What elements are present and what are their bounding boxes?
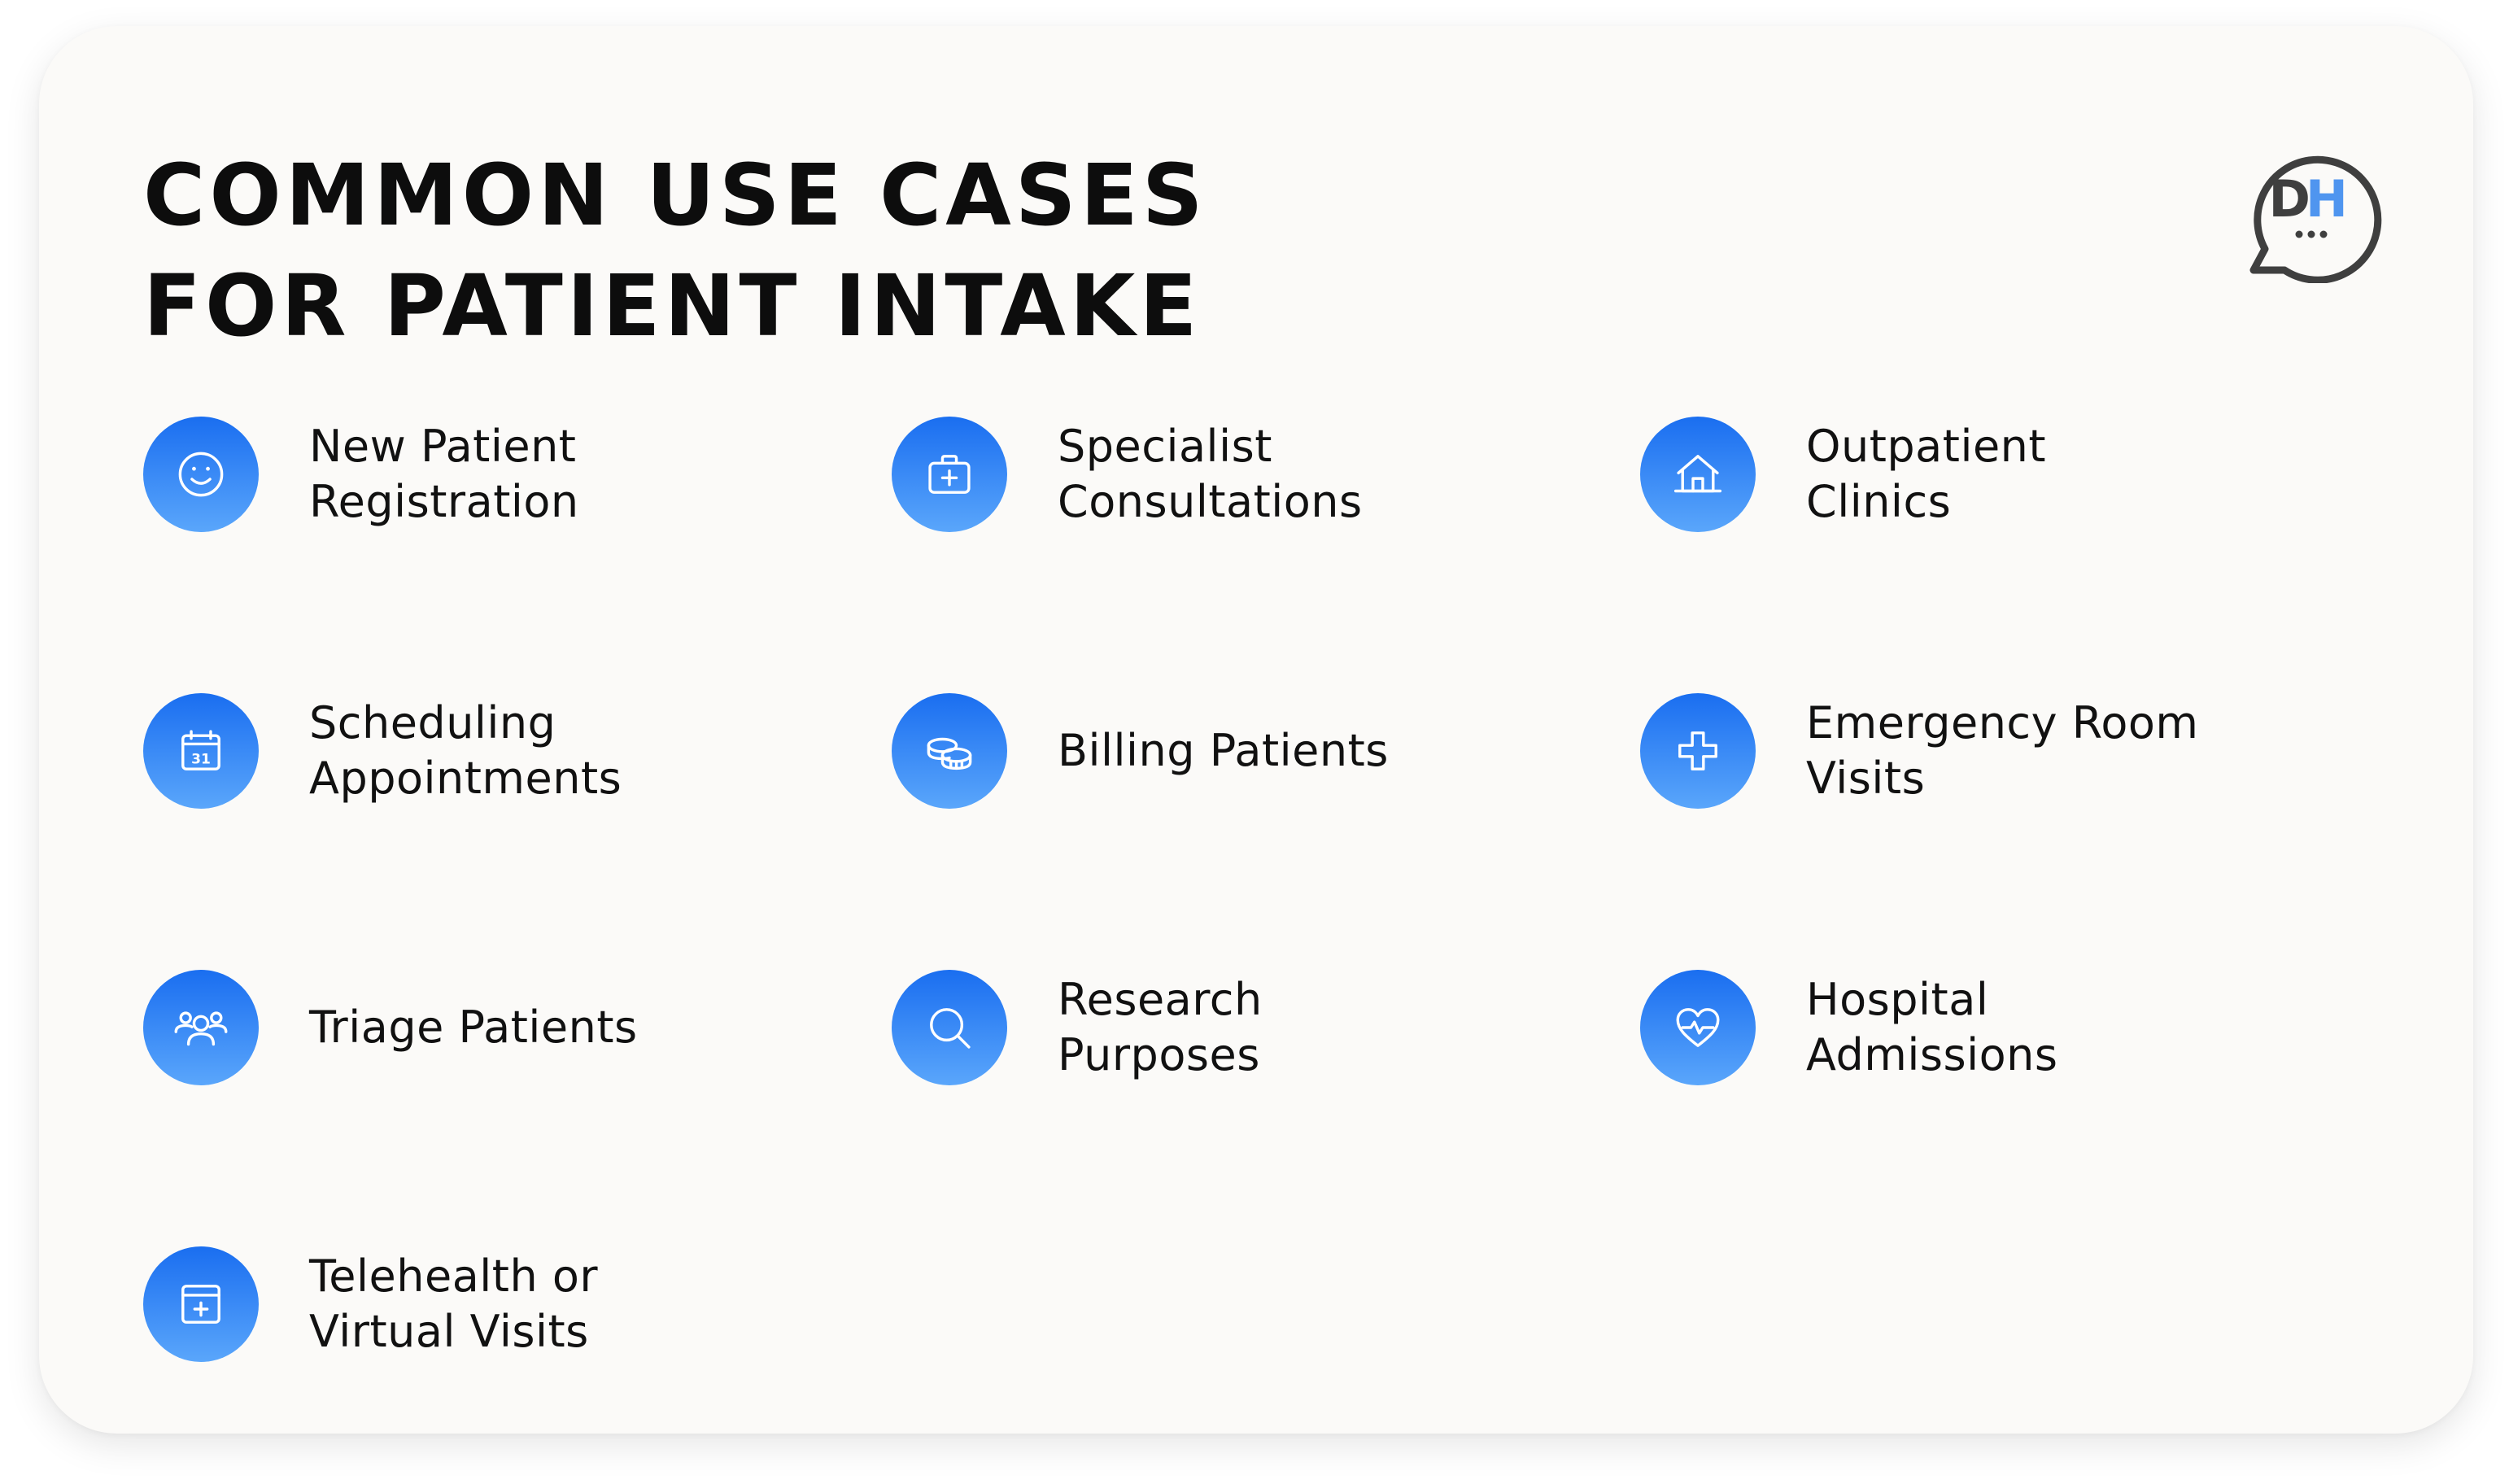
coins-icon	[927, 737, 972, 770]
use-case-telehealth-virtual-visits: Telehealth or Virtual Visits	[143, 1246, 598, 1362]
use-case-icon-badge	[892, 417, 1007, 532]
use-case-label: Research Purposes	[1058, 972, 1263, 1083]
use-case-label-line: Registration	[309, 476, 579, 527]
logo-letter-h: H	[2306, 169, 2348, 229]
use-case-icon-badge: 31	[143, 693, 259, 809]
use-case-icon-badge	[1640, 417, 1756, 532]
title-line-1: COMMON USE CASES	[143, 146, 1207, 245]
use-case-label: Specialist Consultations	[1058, 419, 1363, 530]
use-case-label: Hospital Admissions	[1806, 972, 2058, 1083]
use-case-label-line: Scheduling	[309, 697, 556, 749]
use-case-label-line: Billing Patients	[1058, 725, 1389, 776]
use-case-label-line: Appointments	[309, 753, 622, 804]
calendar-31-icon: 31	[181, 730, 220, 770]
use-case-triage-patients: Triage Patients	[143, 970, 638, 1085]
use-case-label-line: Triage Patients	[309, 1002, 638, 1053]
medical-bag-icon	[928, 455, 971, 494]
use-case-icon-badge	[143, 970, 259, 1085]
use-case-label-line: Telehealth or	[309, 1250, 599, 1302]
chat-bubble-logo-icon: D H	[2249, 155, 2382, 284]
use-case-label-line: Virtual Visits	[309, 1306, 589, 1357]
magnifier-icon	[930, 1008, 971, 1049]
title-line-2: FOR PATIENT INTAKE	[143, 256, 1202, 356]
use-case-billing-patients: Billing Patients	[892, 693, 1389, 809]
use-case-label: Triage Patients	[309, 1000, 638, 1055]
use-case-label-line: Outpatient	[1806, 421, 2047, 472]
dh-logo: D H	[2237, 137, 2384, 284]
use-case-label: Billing Patients	[1058, 723, 1389, 779]
plus-cross-icon	[1678, 731, 1717, 770]
use-case-label-line: Hospital	[1806, 974, 1989, 1025]
use-case-label-line: Purposes	[1058, 1029, 1260, 1080]
use-case-label-line: Visits	[1806, 753, 1926, 804]
use-case-new-patient-registration: New Patient Registration	[143, 417, 579, 532]
use-case-label-line: Specialist	[1058, 421, 1272, 472]
use-case-label-line: Consultations	[1058, 476, 1363, 527]
house-icon	[1673, 455, 1722, 493]
calendar-day-number: 31	[191, 751, 211, 767]
use-case-icon-badge	[1640, 970, 1756, 1085]
use-cases-card: COMMON USE CASES FOR PATIENT INTAKE D H …	[39, 26, 2473, 1434]
use-case-hospital-admissions: Hospital Admissions	[1640, 970, 2058, 1085]
use-case-icon-badge	[143, 1246, 259, 1362]
use-case-label: New Patient Registration	[309, 419, 579, 530]
use-case-label-line: Clinics	[1806, 476, 1952, 527]
use-case-label-line: New Patient	[309, 421, 577, 472]
use-case-emergency-room-visits: Emergency Room Visits	[1640, 693, 2199, 809]
use-case-specialist-consultations: Specialist Consultations	[892, 417, 1363, 532]
logo-letter-d: D	[2269, 169, 2310, 229]
use-case-icon-badge	[892, 693, 1007, 809]
use-case-label: Scheduling Appointments	[309, 696, 622, 806]
use-case-icon-badge	[143, 417, 259, 532]
use-case-label: Outpatient Clinics	[1806, 419, 2046, 530]
use-case-icon-badge	[1640, 693, 1756, 809]
use-case-label: Telehealth or Virtual Visits	[309, 1249, 598, 1360]
use-case-outpatient-clinics: Outpatient Clinics	[1640, 417, 2046, 532]
use-case-label-line: Emergency Room	[1806, 697, 2199, 749]
calendar-plus-icon	[181, 1285, 220, 1324]
page-title: COMMON USE CASES FOR PATIENT INTAKE	[143, 140, 1207, 361]
use-case-icon-badge	[892, 970, 1007, 1085]
smiley-face-icon	[178, 452, 224, 497]
use-case-label-line: Research	[1058, 974, 1263, 1025]
use-case-label: Emergency Room Visits	[1806, 696, 2199, 806]
use-case-label-line: Admissions	[1806, 1029, 2058, 1080]
people-group-icon	[174, 1011, 228, 1046]
use-case-research-purposes: Research Purposes	[892, 970, 1263, 1085]
use-case-scheduling-appointments: 31 Scheduling Appointments	[143, 693, 622, 809]
heartbeat-heart-icon	[1676, 1008, 1720, 1047]
